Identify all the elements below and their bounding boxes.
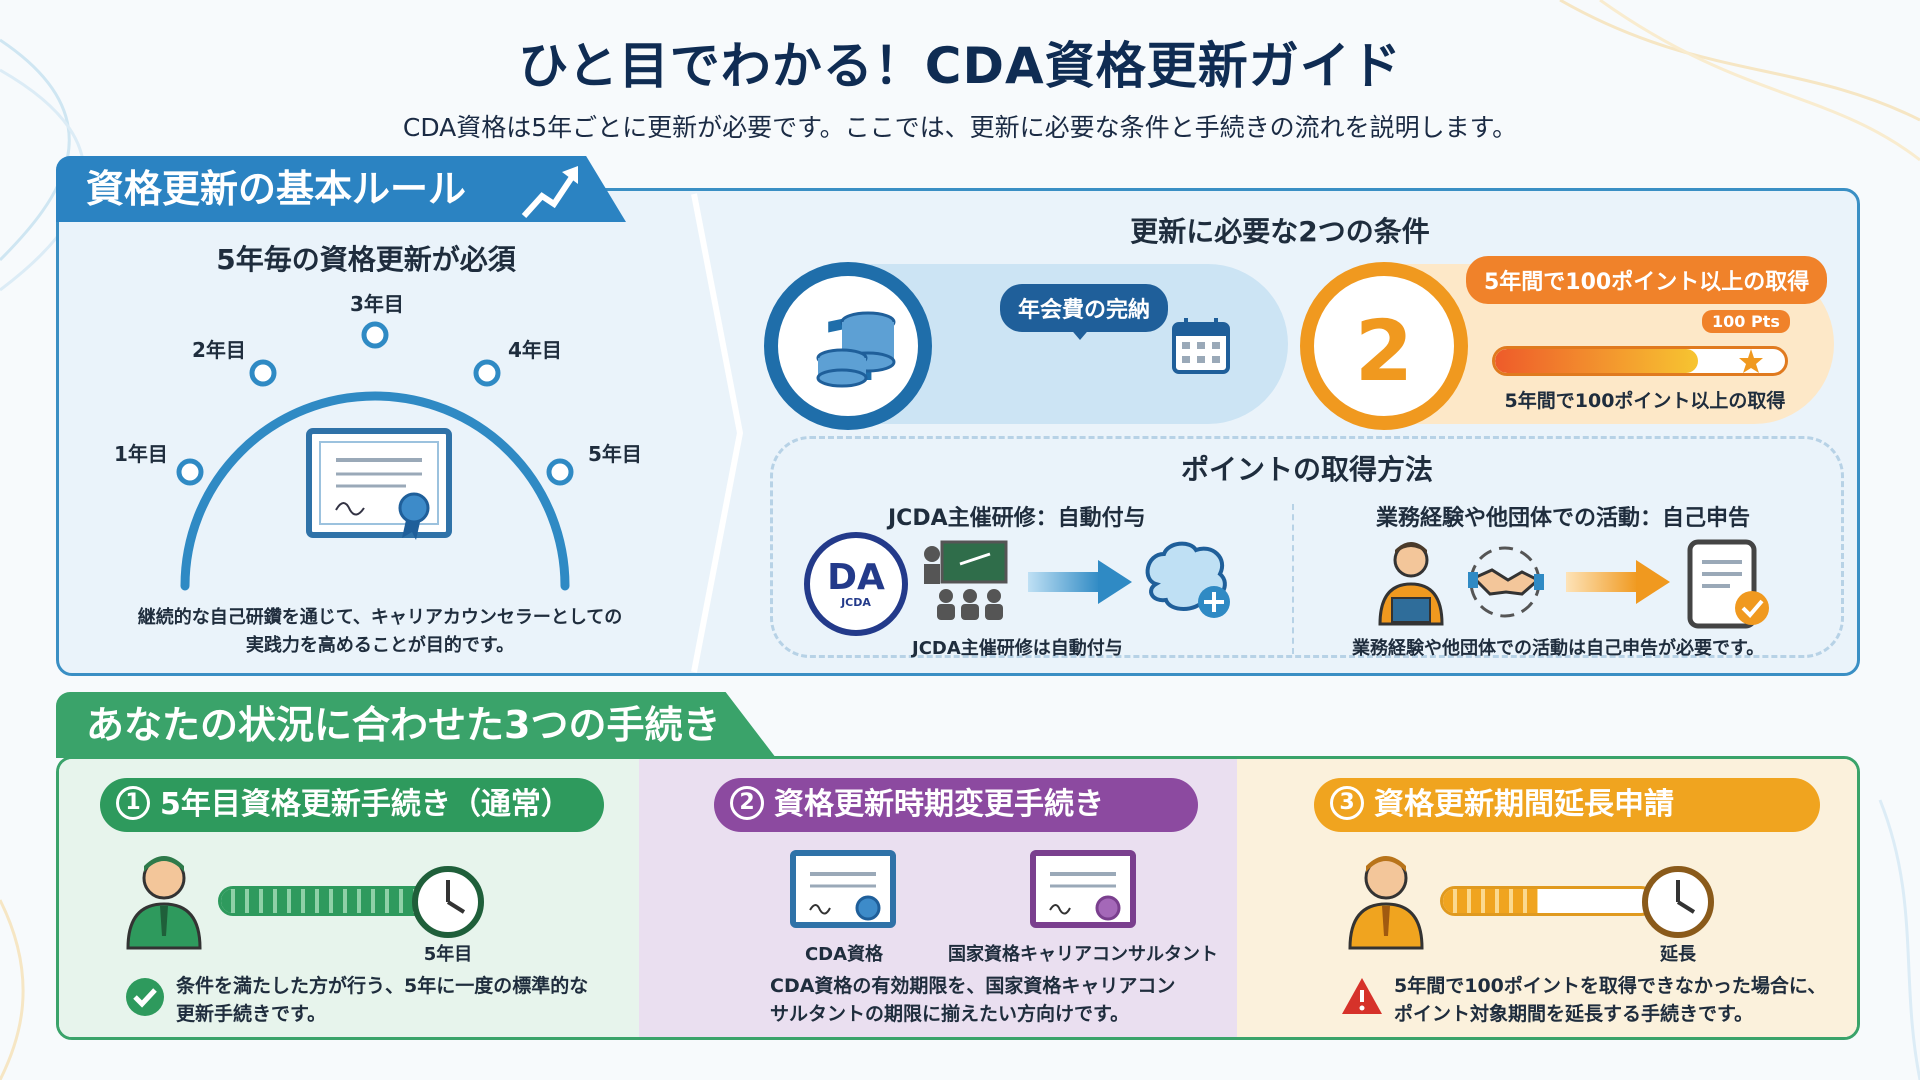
five-year-arc (176, 321, 574, 591)
procedure-2-description: CDA資格の有効期限を、国家資格キャリアコン サルタントの期限に揃えたい方向けで… (770, 972, 1175, 1028)
star-icon (1739, 349, 1763, 373)
procedure-3-description: 5年間で100ポイントを取得できなかった場合に、 ポイント対象期間を延長する手続… (1394, 972, 1826, 1028)
national-certificate-label: 国家資格キャリアコンサルタント (948, 944, 1218, 965)
methods-divider (1292, 504, 1294, 654)
cda-certificate-label: CDA資格 (804, 944, 884, 965)
year-node-1 (176, 458, 204, 486)
procedure-1-title-pill: 1 5年目資格更新手続き（通常） (100, 778, 604, 832)
procedures-section-tab: あなたの状況に合わせた3つの手続き (56, 692, 776, 758)
training-class-icon (924, 540, 1008, 620)
arrow-right-blue-icon (1028, 560, 1132, 604)
year-label-1: 1年目 (114, 442, 168, 466)
year-node-3 (361, 321, 389, 349)
national-certificate-icon (1030, 850, 1136, 928)
certificate-icon (306, 428, 452, 540)
page-subtitle: CDA資格は5年ごとに更新が必要です。ここでは、更新に必要な条件と手続きの流れを… (402, 113, 1518, 142)
methods-panel (770, 436, 1844, 658)
person-laptop-icon (1378, 542, 1444, 626)
procedure-2-title-pill: 2 資格更新時期変更手続き (714, 778, 1198, 832)
method-1-title: JCDA主催研修：自動付与 (888, 506, 1146, 531)
procedure-1-desc-line1: 条件を満たした方が行う、5年に一度の標準的な (176, 975, 589, 997)
condition-2-label: 5年間で100ポイント以上の取得 (1466, 256, 1828, 304)
procedure-3-number: 3 (1330, 785, 1364, 820)
rules-desc-line1: 継続的な自己研鑽を通じて、キャリアカウンセラーとしての (137, 607, 623, 628)
brain-plus-icon (1145, 541, 1230, 618)
procedure-3-progress-track (1440, 886, 1656, 916)
rules-tab-label: 資格更新の基本ルール (86, 167, 467, 211)
condition-1-label: 年会費の完納 (1000, 284, 1169, 332)
year-label-5: 5年目 (588, 442, 642, 466)
year-label-3: 3年目 (350, 292, 404, 316)
conditions-heading: 更新に必要な2つの条件 (1130, 215, 1430, 248)
points-progress-fill (1495, 349, 1698, 373)
year-node-2 (249, 359, 277, 387)
rules-heading: 5年毎の資格更新が必須 (216, 243, 516, 276)
clock-orange-icon (1642, 866, 1714, 938)
procedure-2-desc-line2: サルタントの期限に揃えたい方向けです。 (770, 1003, 1130, 1025)
procedures-tab-label: あなたの状況に合わせた3つの手続き (86, 703, 721, 747)
panel-chevron-divider (691, 193, 744, 673)
coins-icon (816, 311, 896, 388)
procedure-3-desc-line2: ポイント対象期間を延長する手続きです。 (1394, 1003, 1754, 1025)
trend-arrow-icon (521, 166, 578, 219)
year-node-4 (473, 359, 501, 387)
tablet-check-icon (1687, 539, 1769, 629)
procedure-1-progress-track (218, 886, 430, 916)
procedure-1-progress-fill (221, 889, 427, 913)
rules-desc-line2: 実践力を高めることが目的です。 (245, 635, 515, 656)
cda-certificate-icon (790, 850, 896, 928)
procedure-1-desc-line2: 更新手続きです。 (176, 1003, 327, 1025)
page-title: ひと目でわかる！CDA資格更新ガイド (518, 37, 1402, 95)
check-circle-icon (126, 978, 164, 1016)
procedure-1-title: 5年目資格更新手続き（通常） (160, 787, 571, 822)
procedure-3-progress-caption: 延長 (1660, 944, 1696, 965)
warning-icon (1342, 978, 1382, 1014)
methods-heading: ポイントの取得方法 (1180, 453, 1433, 486)
method-2-caption: 業務経験や他団体での活動は自己申告が必要です。 (1352, 638, 1765, 659)
arrow-right-orange-icon (1566, 560, 1670, 604)
clock-icon (412, 866, 484, 938)
procedure-1-description: 条件を満たした方が行う、5年に一度の標準的な 更新手続きです。 (176, 972, 588, 1028)
procedure-3-title-pill: 3 資格更新期間延長申請 (1314, 778, 1820, 832)
method-1-caption: JCDA主催研修は自動付与 (912, 638, 1123, 659)
procedure-3-progress-fill (1443, 889, 1538, 913)
procedure-1-progress-caption: 5年目 (423, 944, 473, 965)
points-caption: 5年間で100ポイント以上の取得 (1504, 390, 1786, 412)
handshake-icon (1468, 546, 1544, 618)
year-node-5 (546, 458, 574, 486)
rules-description: 継続的な自己研鑽を通じて、キャリアカウンセラーとしての 実践力を高めることが目的… (100, 604, 660, 660)
procedure-2-title: 資格更新時期変更手続き (774, 787, 1104, 822)
procedure-2-desc-line1: CDA資格の有効期限を、国家資格キャリアコン (770, 975, 1176, 997)
points-progress-track (1492, 346, 1788, 376)
year-label-4: 4年目 (508, 338, 562, 362)
calendar-icon (1172, 318, 1230, 374)
jcda-logo: DA JCDA (804, 532, 908, 636)
condition-2-number: 2 (1300, 262, 1468, 430)
procedure-2-number: 2 (730, 785, 764, 820)
person-green-icon (126, 856, 202, 950)
procedure-1-number: 1 (116, 785, 150, 820)
procedure-3-title: 資格更新期間延長申請 (1374, 787, 1674, 822)
method-2-title: 業務経験や他団体での活動：自己申告 (1376, 506, 1751, 531)
jcda-logo-text: DA (827, 557, 885, 598)
speech-tail-blue (1068, 326, 1092, 340)
person-orange-icon (1348, 856, 1424, 950)
points-tag: 100 Pts (1702, 310, 1790, 333)
year-label-2: 2年目 (192, 338, 246, 362)
procedure-3-desc-line1: 5年間で100ポイントを取得できなかった場合に、 (1394, 975, 1827, 997)
jcda-logo-sub: JCDA (841, 596, 871, 609)
